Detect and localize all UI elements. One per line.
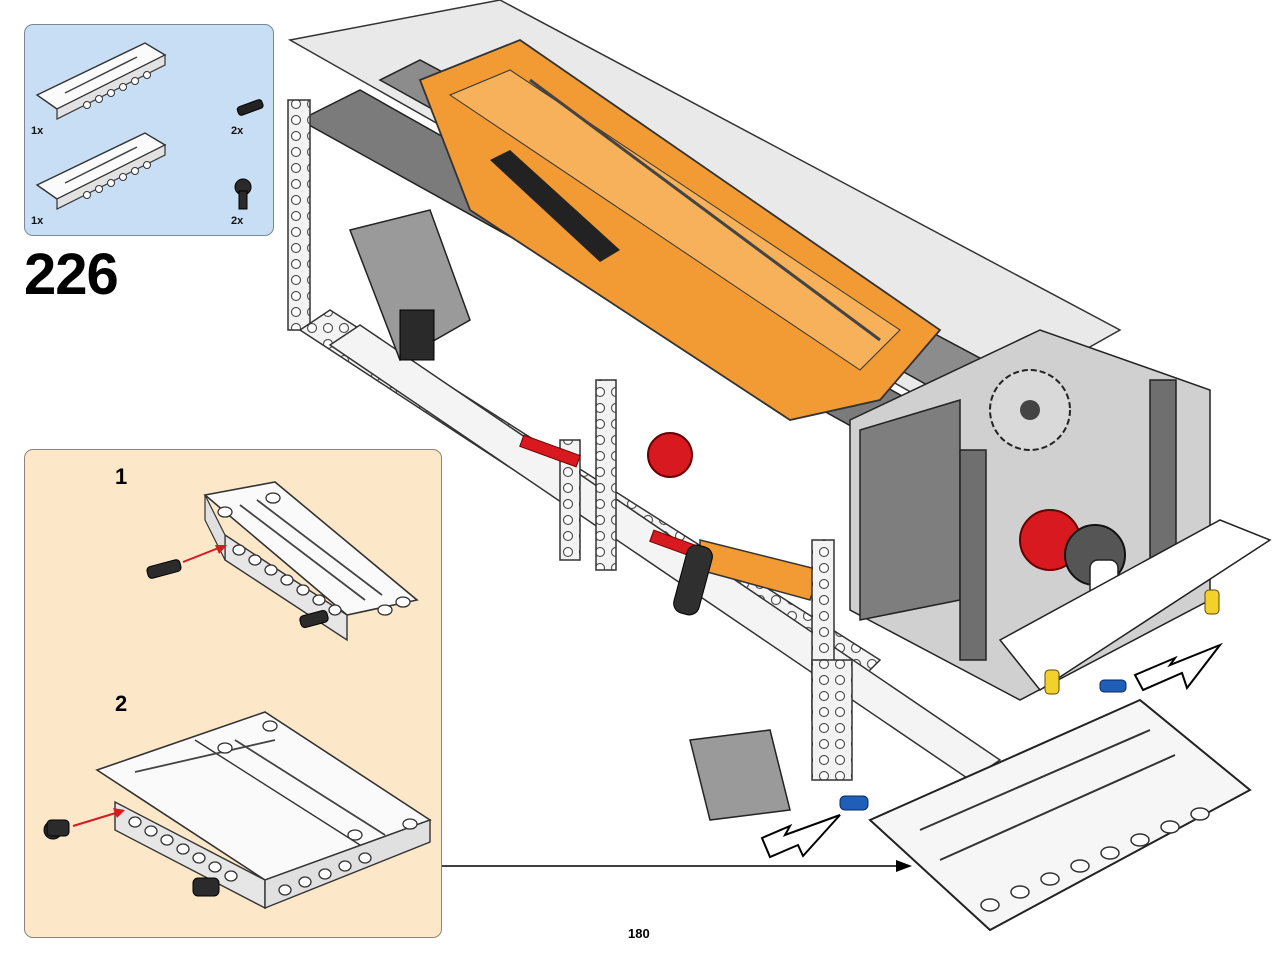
blue-pin-2 (839, 795, 869, 811)
part-angle-connector (234, 178, 252, 210)
orange-cylinder-highlight (448, 69, 901, 371)
substep-2-connector-2 (192, 877, 220, 897)
gray-lower-block (689, 729, 791, 821)
motor-connector (399, 309, 435, 361)
yellow-bushing-1 (1044, 669, 1060, 695)
motor-block (348, 209, 471, 362)
step-number: 226 (24, 242, 119, 307)
substep-1-number: 1 (115, 464, 128, 489)
red-axle-1 (519, 434, 581, 468)
middle-upright-2 (559, 439, 581, 561)
qty-label-panel-1: 1x (31, 125, 44, 137)
connector-arrow-head (896, 860, 912, 872)
substep-1-pin-2 (299, 609, 329, 629)
substep-1-pin (146, 559, 182, 579)
qty-label-angle-connector: 2x (231, 215, 244, 227)
right-frame-gray-face (859, 398, 961, 621)
substep-2-panel (95, 711, 432, 910)
qty-label-pin: 2x (231, 125, 244, 137)
part-panel-2 (35, 132, 167, 210)
page-number: 180 (628, 926, 650, 941)
top-gear-hub (1020, 400, 1040, 420)
parts-list-graphic (35, 42, 264, 210)
parts-list-box: 1x 2x 1x 2x (24, 24, 274, 236)
front-lower-beam (998, 519, 1272, 692)
callout-arrow-right[interactable] (1133, 642, 1224, 692)
placed-panel-holes (980, 807, 1210, 912)
part-panel-1 (35, 42, 167, 120)
substep-box: 1 2 (24, 449, 442, 938)
left-upright (287, 99, 311, 331)
substep-graphic (43, 481, 432, 910)
substep-2-arrow (72, 811, 120, 827)
middle-upright-1 (595, 379, 617, 571)
qty-label-panel-2: 1x (31, 215, 44, 227)
front-upright-2 (811, 659, 853, 781)
yellow-bushing-2 (1204, 589, 1220, 615)
black-link (673, 544, 713, 616)
orange-cylinder-slot (490, 150, 620, 262)
substep-1-arrow (182, 546, 222, 563)
placed-panel (868, 698, 1252, 932)
red-gear-1 (647, 432, 693, 478)
part-pin (236, 99, 264, 116)
callout-arrow-lower[interactable] (760, 814, 841, 859)
right-upright-a (959, 449, 987, 661)
substep-2-number: 2 (115, 691, 128, 716)
blue-pin-1 (1099, 679, 1127, 693)
